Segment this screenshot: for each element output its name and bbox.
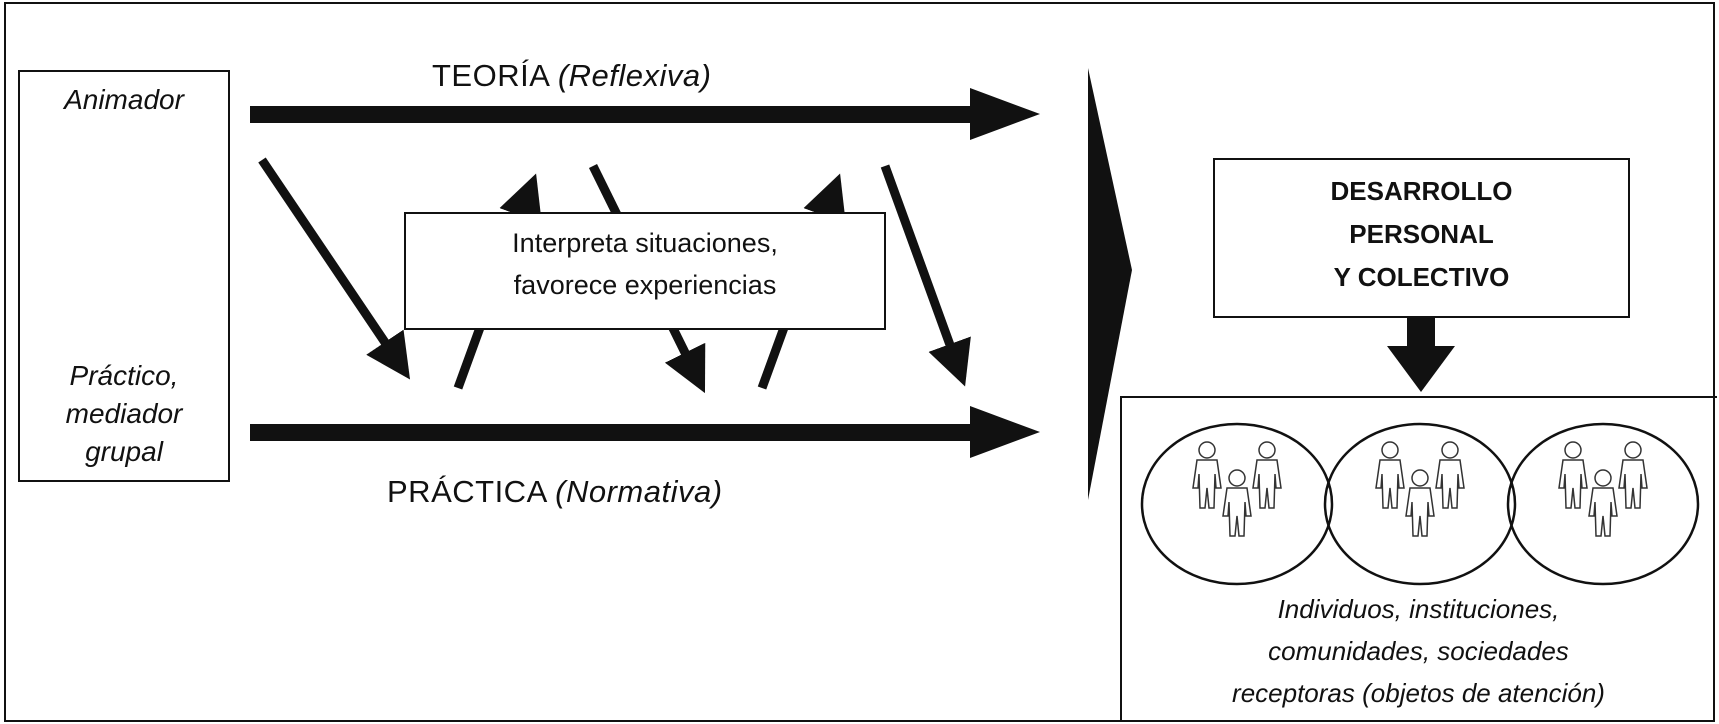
recipients-line3: receptoras (objetos de atención): [1232, 678, 1605, 708]
animator-role-line1: Práctico,: [69, 360, 179, 391]
diagram-frame: [4, 2, 1715, 722]
down-arrow: [1387, 318, 1455, 392]
theory-main: TEORÍA: [432, 58, 549, 93]
outcome-box: [1213, 158, 1630, 318]
interpretation-line2: favorece experiencias: [513, 270, 777, 300]
theory-qualifier: (Reflexiva): [557, 58, 712, 93]
animator-box: [18, 70, 230, 482]
convergence-chevron: [1088, 68, 1132, 500]
recipient-circles: [1140, 422, 1700, 586]
recipients-line2: comunidades, sociedades: [1268, 636, 1569, 666]
practice-label: PRÁCTICA (Normativa): [387, 474, 723, 510]
animator-title: Animador: [64, 84, 184, 115]
recipients-box: [1120, 396, 1717, 722]
interpretation-line1: Interpreta situaciones,: [512, 228, 778, 258]
theory-label: TEORÍA (Reflexiva): [432, 58, 711, 94]
outcome-line1: DESARROLLO: [1330, 176, 1513, 206]
animator-role-line2: mediador: [65, 398, 183, 429]
theory-arrow: [250, 88, 1040, 140]
practice-qualifier: (Normativa): [555, 474, 723, 509]
practice-arrow: [250, 406, 1040, 458]
outcome-line2: PERSONAL: [1349, 219, 1494, 249]
practice-main: PRÁCTICA: [387, 474, 547, 509]
outcome-line3: Y COLECTIVO: [1333, 262, 1510, 292]
animator-role-line3: grupal: [85, 436, 163, 467]
recipients-line1: Individuos, instituciones,: [1277, 594, 1560, 624]
interpretation-box: [404, 212, 886, 330]
